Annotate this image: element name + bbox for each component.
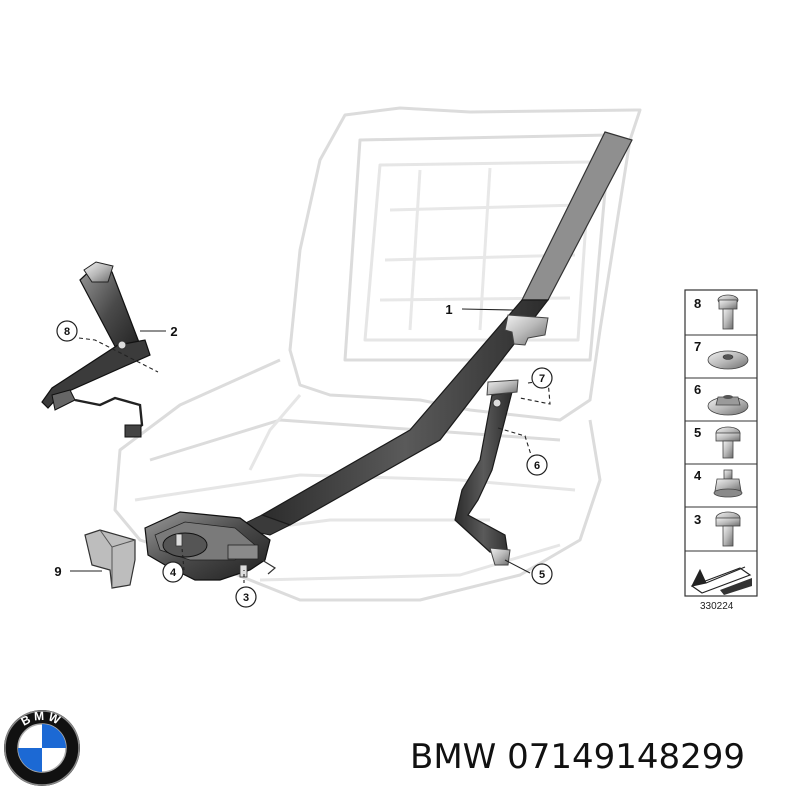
circled-callout-6: 6 <box>526 454 548 476</box>
callout-3: 3 <box>243 592 249 604</box>
panel-number-8: 8 <box>694 296 701 311</box>
callout-2: 2 <box>170 324 177 339</box>
callout-8: 8 <box>64 326 70 338</box>
callout-1: 1 <box>445 302 452 317</box>
direction-arrow-icon <box>690 566 752 595</box>
parts-panel: 8 7 6 5 4 <box>684 289 758 597</box>
logo-quadrant-blue-2 <box>18 748 42 772</box>
bmw-logo: BMW <box>4 709 80 786</box>
nut-icon <box>713 469 743 498</box>
seat-belt-webbing <box>233 131 633 566</box>
panel-number-4: 4 <box>694 468 702 483</box>
mounting-bracket <box>84 529 136 589</box>
panel-number-3: 3 <box>694 512 701 527</box>
flange-nut-icon <box>707 395 749 416</box>
drawing-code: 330224 <box>700 601 734 612</box>
panel-number-5: 5 <box>694 425 701 440</box>
logo-lettering: BMW <box>19 709 66 729</box>
circled-callout-3: 3 <box>235 586 257 608</box>
bolt-icon <box>717 294 739 330</box>
callout-6: 6 <box>534 460 540 472</box>
circled-callout-8: 8 <box>56 320 78 342</box>
screw-icon <box>715 426 741 459</box>
circled-callout-5: 5 <box>531 563 553 585</box>
screw-icon <box>715 511 741 547</box>
part-number-caption: BMW 07149148299 <box>410 737 746 777</box>
callout-9: 9 <box>54 564 61 579</box>
circled-callout-7: 7 <box>531 367 553 389</box>
washer-icon <box>707 350 749 370</box>
logo-quadrant-blue-1 <box>42 724 66 748</box>
callout-5: 5 <box>539 569 545 581</box>
callout-7: 7 <box>539 373 545 385</box>
seat-belt-buckle <box>41 261 151 438</box>
panel-number-7: 7 <box>694 339 701 354</box>
callout-4: 4 <box>170 567 177 579</box>
circled-callout-4: 4 <box>162 561 184 583</box>
panel-number-6: 6 <box>694 382 701 397</box>
